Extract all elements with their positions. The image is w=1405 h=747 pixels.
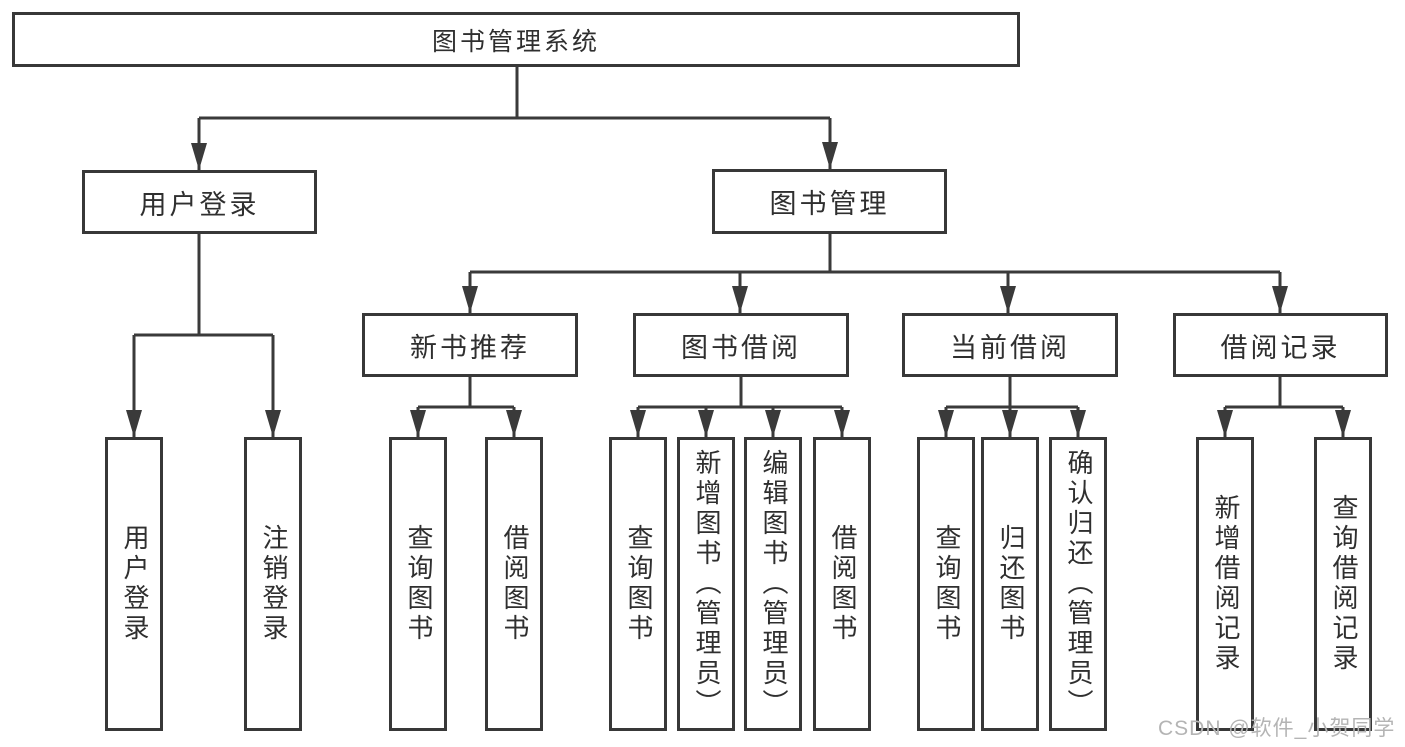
tree-trunk-lines [134,67,1343,409]
node-root-label: 图书管理系统 [431,27,600,56]
node-leaf-bb-query-books-label: 查询图书 [623,524,654,644]
node-leaf-br-query-record: 查询借阅记录 [1314,437,1372,731]
node-leaf-bb-edit-books-label: 编辑图书（管理员） [758,449,789,719]
node-leaf-cb-return-books: 归还图书 [981,437,1039,731]
node-leaf-nbr-query-books: 查询图书 [389,437,447,731]
node-new-book-recommend-label: 新书推荐 [410,332,530,363]
node-book-management-label: 图书管理 [769,189,890,219]
node-book-borrowing-label: 图书借阅 [681,332,801,363]
node-leaf-br-add-record-label: 新增借阅记录 [1210,494,1241,674]
node-leaf-cb-confirm-return-label: 确认归还（管理员） [1063,449,1094,719]
node-leaf-cb-return-books-label: 归还图书 [995,524,1026,644]
node-user-login: 用户登录 [82,170,317,234]
node-leaf-cb-confirm-return: 确认归还（管理员） [1049,437,1107,731]
node-borrow-records: 借阅记录 [1173,313,1388,377]
node-leaf-bb-add-books: 新增图书（管理员） [677,437,735,731]
node-root: 图书管理系统 [12,12,1020,67]
node-leaf-nbr-query-books-label: 查询图书 [403,524,434,644]
node-leaf-nbr-borrow-books-label: 借阅图书 [499,524,530,644]
node-leaf-bb-borrow-books-label: 借阅图书 [827,524,858,644]
node-leaf-logout: 注销登录 [244,437,302,731]
node-leaf-br-query-record-label: 查询借阅记录 [1328,494,1359,674]
node-leaf-user-login-label: 用户登录 [119,524,150,644]
node-leaf-user-login: 用户登录 [105,437,163,731]
node-book-borrowing: 图书借阅 [633,313,849,377]
node-book-management: 图书管理 [712,169,947,234]
node-leaf-logout-label: 注销登录 [258,524,289,644]
node-current-borrow-label: 当前借阅 [950,332,1070,363]
node-leaf-cb-query-books: 查询图书 [917,437,975,731]
node-leaf-bb-add-books-label: 新增图书（管理员） [691,449,722,719]
node-leaf-nbr-borrow-books: 借阅图书 [485,437,543,731]
node-leaf-bb-borrow-books: 借阅图书 [813,437,871,731]
node-leaf-bb-edit-books: 编辑图书（管理员） [744,437,802,731]
node-leaf-br-add-record: 新增借阅记录 [1196,437,1254,731]
node-current-borrow: 当前借阅 [902,313,1118,377]
node-leaf-cb-query-books-label: 查询图书 [931,524,962,644]
csdn-watermark: CSDN @软件_小贺同学 [1158,717,1396,740]
node-borrow-records-label: 借阅记录 [1220,332,1341,363]
node-leaf-bb-query-books: 查询图书 [609,437,667,731]
node-user-login-label: 用户登录 [139,189,260,220]
node-new-book-recommend: 新书推荐 [362,313,578,377]
